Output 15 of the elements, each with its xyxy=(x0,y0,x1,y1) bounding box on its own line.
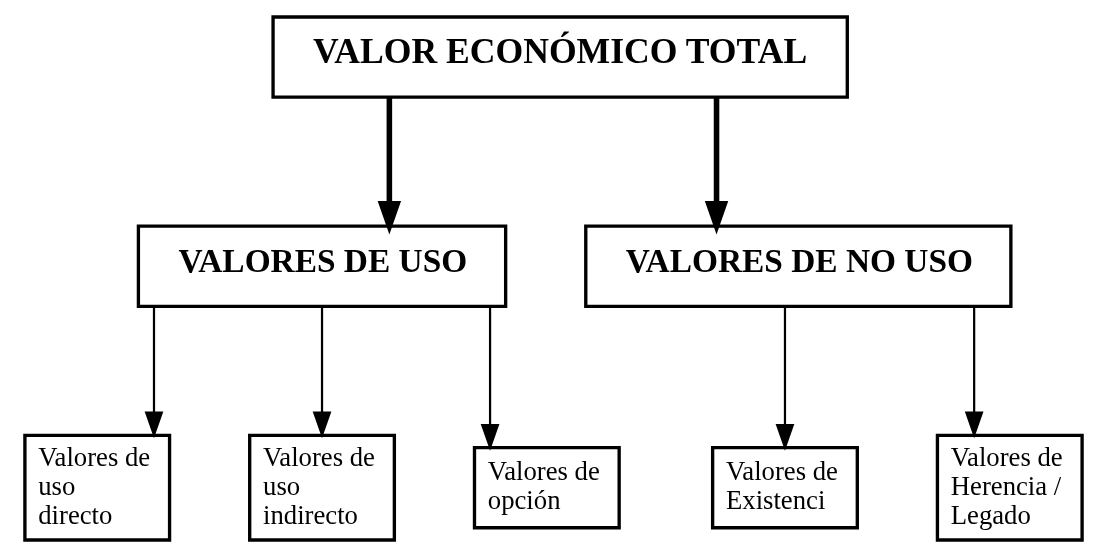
arrow xyxy=(704,97,728,235)
arrow xyxy=(964,306,983,439)
arrow xyxy=(144,306,163,439)
node-box: Valores de uso directo xyxy=(22,433,171,542)
node-box: Valores de uso indirecto xyxy=(247,433,396,542)
arrow xyxy=(377,97,401,235)
arrow xyxy=(312,306,331,439)
arrow xyxy=(480,306,499,451)
node-box: Valores de Herencia / Legado xyxy=(935,433,1084,542)
node-box: VALORES DE USO xyxy=(136,224,507,308)
node-box: VALORES DE NO USO xyxy=(583,224,1013,308)
arrow xyxy=(775,306,794,451)
node-box: Valores de Existenci xyxy=(710,445,859,530)
node-box: Valores de opción xyxy=(472,445,621,530)
node-box: VALOR ECONÓMICO TOTAL xyxy=(270,15,849,99)
